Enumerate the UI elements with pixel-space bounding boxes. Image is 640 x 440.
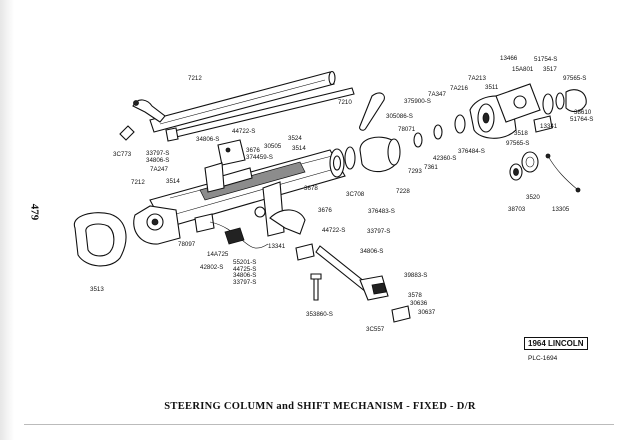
bottom-rule	[24, 424, 614, 425]
shift-lever-7210	[359, 92, 385, 131]
part-label: 376483-S	[368, 208, 395, 215]
part-label: 7A213	[468, 75, 486, 82]
part-label: 42802-S	[200, 264, 223, 271]
part-label: 30637	[418, 309, 436, 316]
part-label: 3514	[166, 178, 180, 185]
part-label: 34806-S	[146, 157, 169, 164]
part-label: 55201-S	[233, 259, 256, 266]
part-label: 34806-S	[233, 272, 256, 279]
part-label: 3676	[318, 207, 332, 214]
part-label: 7A247	[150, 166, 168, 173]
shift-linkage-rod	[295, 243, 411, 323]
part-label: 15A801	[512, 66, 534, 73]
horn-wire-13305	[545, 153, 581, 193]
part-label: 44722-S	[232, 128, 255, 135]
part-label: 3517	[543, 66, 557, 73]
part-label: 7228	[396, 188, 410, 195]
part-label: 38610	[574, 109, 592, 116]
part-label: 7A347	[428, 91, 446, 98]
part-label: 44722-S	[322, 227, 345, 234]
model-badge: 1964 LINCOLN	[524, 337, 588, 350]
part-label: 51764-S	[570, 116, 593, 123]
part-label: 375900-S	[404, 98, 431, 105]
part-label: 33797-S	[367, 228, 390, 235]
part-label: 374459-S	[246, 154, 273, 161]
part-label: 7361	[424, 164, 438, 171]
column-flange	[133, 205, 181, 245]
part-label: 13466	[500, 55, 518, 62]
part-label: 30505	[264, 143, 282, 150]
part-label: 7A216	[450, 85, 468, 92]
part-label: 78097	[178, 241, 196, 248]
part-label: 13305	[552, 206, 570, 213]
bolt-353860s	[310, 273, 322, 301]
part-label: 33797-S	[233, 279, 256, 286]
part-label: 376484-S	[458, 148, 485, 155]
part-label: 38703	[508, 206, 526, 213]
part-label: 34806-S	[196, 136, 219, 143]
seal-plate-3513	[73, 212, 127, 267]
shift-bracket	[204, 139, 306, 237]
part-label: 30636	[410, 300, 428, 307]
steering-shaft-rod	[165, 87, 355, 142]
part-label: 78071	[398, 126, 416, 133]
lower-bushing	[509, 151, 539, 181]
part-label: 44725-S	[233, 266, 256, 273]
part-label: 33797-S	[146, 150, 169, 157]
part-label: 3578	[408, 292, 422, 299]
part-label: 3514	[292, 145, 306, 152]
turn-signal-housing	[344, 114, 466, 173]
part-label: 97565-S	[506, 140, 529, 147]
upper-shaft-tube	[149, 70, 336, 133]
part-label: 3511	[485, 84, 499, 91]
part-label: 3678	[304, 185, 318, 192]
part-label: 305086-S	[386, 113, 413, 120]
part-label: 14A725	[207, 251, 229, 258]
part-label: 51754-S	[534, 56, 557, 63]
part-label: 3518	[514, 130, 528, 137]
part-label: 3C557	[366, 326, 385, 333]
part-label: 3C773	[113, 151, 132, 158]
part-label: 3676	[246, 147, 260, 154]
upper-bearing-housing	[469, 83, 587, 139]
part-label: 7293	[408, 168, 422, 175]
switch-wiring	[194, 213, 269, 249]
part-label: 42360-S	[433, 155, 456, 162]
part-label: 39883-S	[404, 272, 427, 279]
diagram-caption: STEERING COLUMN and SHIFT MECHANISM - FI…	[164, 401, 476, 412]
part-label: 3513	[90, 286, 104, 293]
part-labels: 7212 3C773 34806-S 44722-S 3676 374459-S…	[90, 55, 593, 333]
part-label: 7212	[188, 75, 202, 82]
part-label: 353860-S	[306, 311, 333, 318]
part-label: 7210	[338, 99, 352, 106]
part-label: 3520	[526, 194, 540, 201]
upper-lever	[132, 99, 166, 123]
part-label: 7212	[131, 179, 145, 186]
part-label: 97565-S	[563, 75, 586, 82]
part-label: 34806-S	[360, 248, 383, 255]
part-label: 13341	[268, 243, 286, 250]
plate-number: PLC-1694	[528, 355, 558, 362]
part-label: 13341	[540, 123, 558, 130]
part-label: 3C708	[346, 191, 365, 198]
part-label: 3524	[288, 135, 302, 142]
shift-knob-3c773	[119, 125, 135, 141]
